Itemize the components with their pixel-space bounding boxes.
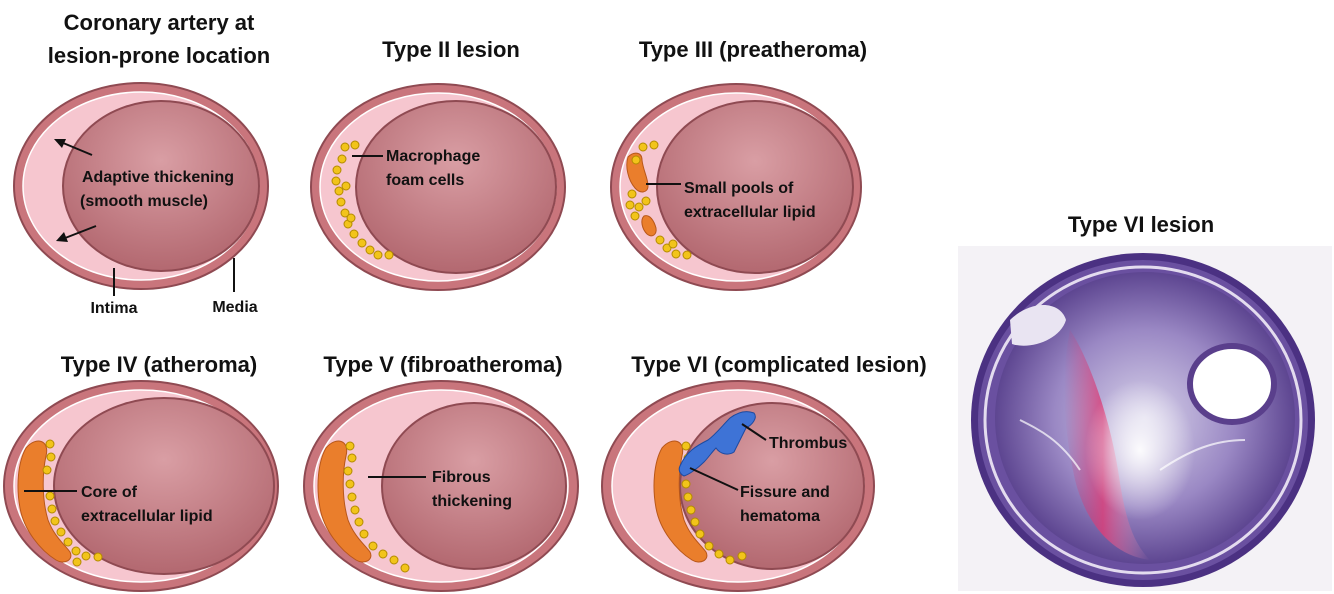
small-lipid-pool [626,152,649,193]
panel-6-type-vi: Type VI (complicated lesion) Thrombus Fi… [601,352,927,592]
fissure-label-line1: Fissure and [740,484,830,501]
lipid-core-label-line2: extracellular lipid [81,508,213,525]
arrowhead-icon [56,232,68,242]
lumen [656,100,854,274]
lipid-core [317,440,372,563]
fissure-label-line2: hematoma [740,508,820,525]
lipid-core-label-line1: Core of [81,484,138,501]
lipid-pool-label-line2: extracellular lipid [684,204,816,221]
lumen [355,100,557,274]
panel-2-title: Type II lesion [382,37,520,62]
panel-5-title: Type V (fibroatheroma) [323,352,562,377]
panel-1-title-line1: Coronary artery at [64,10,255,35]
adaptive-thickening-label-line1: Adaptive thickening [82,169,234,186]
panel-3-type-iii: Type III (preatheroma) Small pools of ex… [610,37,867,291]
small-lipid-pool [641,215,657,237]
panel-3-title: Type III (preatheroma) [639,37,867,62]
panel-1-normal-artery: Coronary artery at lesion-prone location… [13,10,270,317]
panel-7-title: Type VI lesion [1068,212,1214,237]
arrowhead-icon [54,139,66,148]
histology-section-image [971,253,1315,587]
fibrous-label-line2: thickening [432,493,512,510]
panel-6-title: Type VI (complicated lesion) [631,352,926,377]
foam-cells-label-line1: Macrophage [386,148,480,165]
lipid-core [653,440,708,563]
foam-cells [331,140,394,260]
foam-cells [625,140,692,260]
panel-4-type-iv: Type IV (atheroma) Core of extracellular… [3,352,279,592]
fibrous-label-line1: Fibrous [432,469,491,486]
lipid-pool-label-line1: Small pools of [684,180,794,197]
lumen [53,397,275,575]
fissure-leader-line [689,467,739,491]
thrombus-label: Thrombus [769,435,847,452]
thrombus-leader-line [741,423,767,441]
foam-cells [42,439,103,567]
lumen [62,100,260,272]
foam-cells-label-line2: foam cells [386,172,464,189]
lumen [381,402,567,570]
panel-7-histology: Type VI lesion [958,212,1332,591]
intima-label: Intima [90,300,137,317]
panel-5-type-v: Type V (fibroatheroma) Fibrous thickenin… [303,352,579,592]
foam-cells [343,441,410,573]
media-label: Media [212,299,257,316]
panel-2-type-ii: Type II lesion Macrophage foam cells [310,37,566,291]
panel-1-title-line2: lesion-prone location [48,43,270,68]
panel-4-title: Type IV (atheroma) [61,352,257,377]
lipid-core [17,440,72,563]
adaptive-thickening-label-line2: (smooth muscle) [80,193,208,210]
